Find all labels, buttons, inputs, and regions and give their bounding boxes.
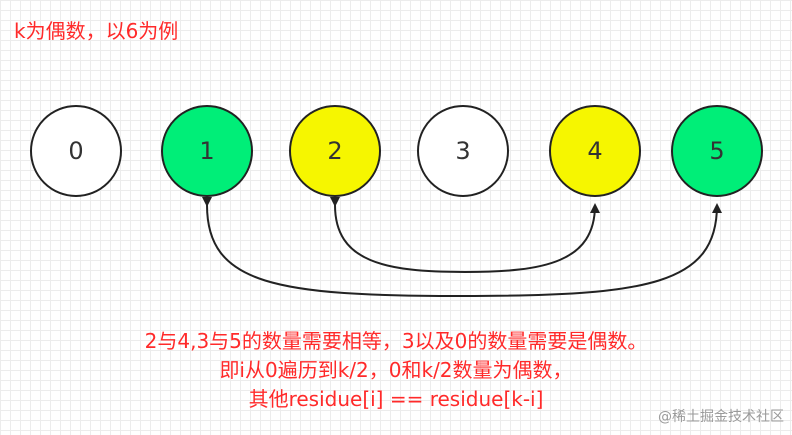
- node-3-label: 3: [455, 137, 470, 165]
- node-2-label: 2: [327, 137, 342, 165]
- node-3: 3: [417, 105, 509, 197]
- node-0: 0: [30, 105, 122, 197]
- explanation-note: 2与4,3与5的数量需要相等，3以及0的数量需要是偶数。 即i从0遍历到k/2，…: [0, 327, 792, 414]
- node-1-circle: [161, 105, 253, 197]
- node-4-label: 4: [587, 137, 602, 165]
- node-1: 1: [161, 105, 253, 197]
- node-2-circle: [289, 105, 381, 197]
- note-line-3: 其他residue[i] == residue[k-i]: [248, 387, 544, 411]
- node-4: 4: [549, 105, 641, 197]
- node-5-label: 5: [709, 137, 724, 165]
- node-0-circle: [30, 105, 122, 197]
- note-line-2: 即i从0遍历到k/2，0和k/2数量为偶数，: [219, 358, 573, 382]
- watermark: @稀土掘金技术社区: [658, 409, 784, 425]
- note-line-1: 2与4,3与5的数量需要相等，3以及0的数量需要是偶数。: [144, 329, 648, 353]
- node-4-circle: [549, 105, 641, 197]
- node-0-label: 0: [68, 137, 83, 165]
- node-2: 2: [289, 105, 381, 197]
- pair-connector-2-4: [329, 196, 600, 274]
- node-1-label: 1: [199, 137, 214, 165]
- pair-connector-1-5: [201, 196, 722, 298]
- diagram-title: k为偶数，以6为例: [14, 19, 179, 43]
- node-3-circle: [417, 105, 509, 197]
- node-5-circle: [671, 105, 763, 197]
- node-5: 5: [671, 105, 763, 197]
